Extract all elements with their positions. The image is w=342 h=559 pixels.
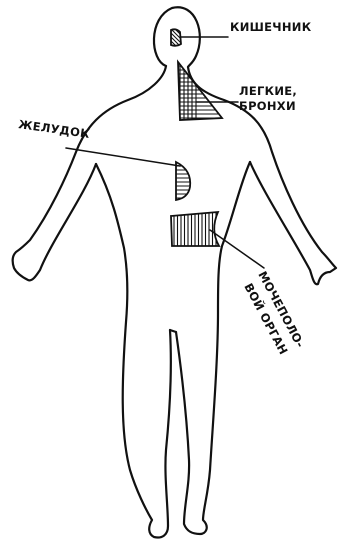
label-lungs-line1: ЛЕГКИЕ, — [239, 84, 297, 98]
urogenital-leader — [210, 230, 264, 268]
label-lungs-line2: БРОНХИ — [239, 99, 296, 113]
label-intestine: КИШЕЧНИК — [230, 20, 312, 34]
stomach-leader — [66, 148, 180, 166]
pelvis-zone — [171, 210, 219, 250]
stomach-zone — [170, 162, 196, 200]
neck-zone — [176, 62, 226, 120]
head-zone — [164, 18, 190, 64]
label-stomach: ЖЕЛУДОК — [18, 117, 91, 141]
